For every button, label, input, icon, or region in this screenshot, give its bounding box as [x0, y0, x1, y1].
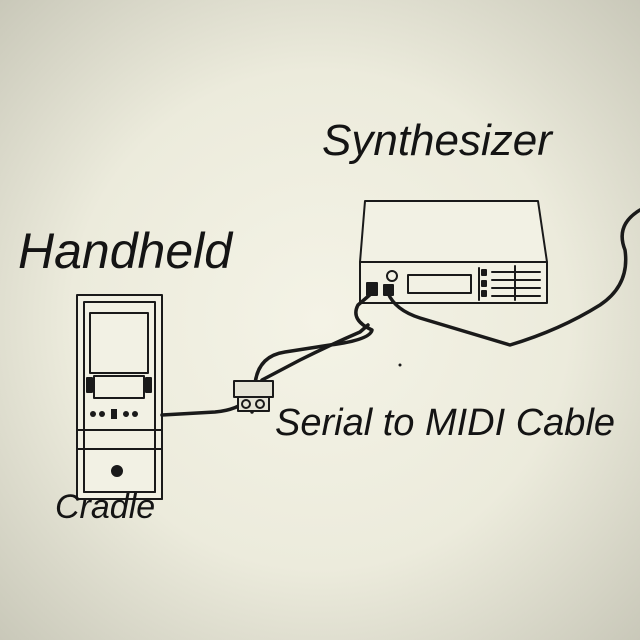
synth-display [407, 274, 472, 294]
cable-connector [233, 380, 274, 398]
handheld-buttons [90, 409, 138, 419]
cradle-label: Cradle [55, 488, 155, 526]
handheld-display [93, 375, 145, 399]
synthesizer-device [359, 200, 548, 304]
handheld-screen [89, 312, 149, 374]
cable-label: Serial to MIDI Cable [275, 402, 615, 444]
synth-knob [386, 270, 398, 282]
synthesizer-label: Synthesizer [322, 116, 554, 165]
serial-to-midi-cable [160, 291, 374, 417]
synth-output-cable [386, 208, 640, 347]
cradle [76, 448, 163, 500]
handheld-label: Handheld [18, 223, 234, 279]
